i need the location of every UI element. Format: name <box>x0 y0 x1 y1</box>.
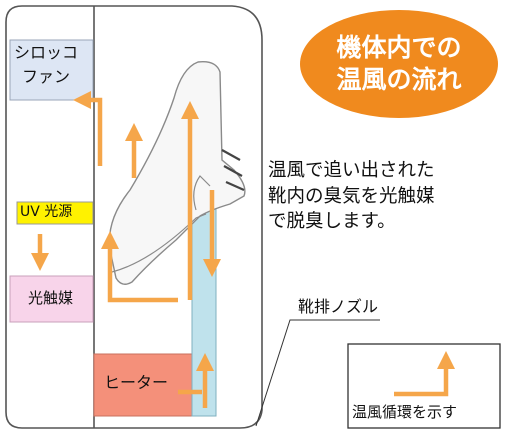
heater-label: ヒーター <box>104 373 169 392</box>
description-line-1: 温風で追い出された <box>268 160 435 181</box>
legend-arrow-icon <box>394 351 455 397</box>
shoe-lace-3 <box>225 180 245 192</box>
arrow-bottom-left <box>101 231 178 303</box>
heater-box <box>93 353 193 417</box>
uv-light-label: UV 光源 <box>20 204 73 220</box>
shoe-lace-1 <box>221 149 241 161</box>
shoe-collar <box>193 175 211 211</box>
description-line-3: で脱臭します。 <box>268 211 396 233</box>
shoe-shape <box>108 61 246 285</box>
photocatalyst-box <box>9 275 94 323</box>
sirocco-fan-label-line2: ファン <box>22 67 71 86</box>
nozzle-leader-line <box>255 319 380 427</box>
description-line-2: 靴内の臭気を光触媒 <box>268 185 435 207</box>
badge-line-2: 温風の流れ <box>336 65 462 94</box>
shoe-lace-2 <box>223 165 243 177</box>
description: 温風で追い出された 靴内の臭気を光触媒 で脱臭します。 <box>268 158 435 235</box>
arrow-to-fan <box>73 91 103 166</box>
sirocco-fan-box <box>9 39 94 101</box>
photocatalyst-label: 光触媒 <box>28 289 74 307</box>
legend-box <box>347 343 501 429</box>
badge-line-1: 機体内での <box>336 32 462 62</box>
uv-light-box <box>16 201 94 225</box>
nozzle-label: 靴排ノズル <box>298 297 379 316</box>
sirocco-fan-label-line1: シロッコ <box>14 43 79 62</box>
legend-text: 温風循環を示す <box>352 403 458 421</box>
title-badge: 機体内での 温風の流れ <box>300 10 498 118</box>
housing-outline <box>5 5 263 429</box>
shoe-sole <box>111 213 207 273</box>
